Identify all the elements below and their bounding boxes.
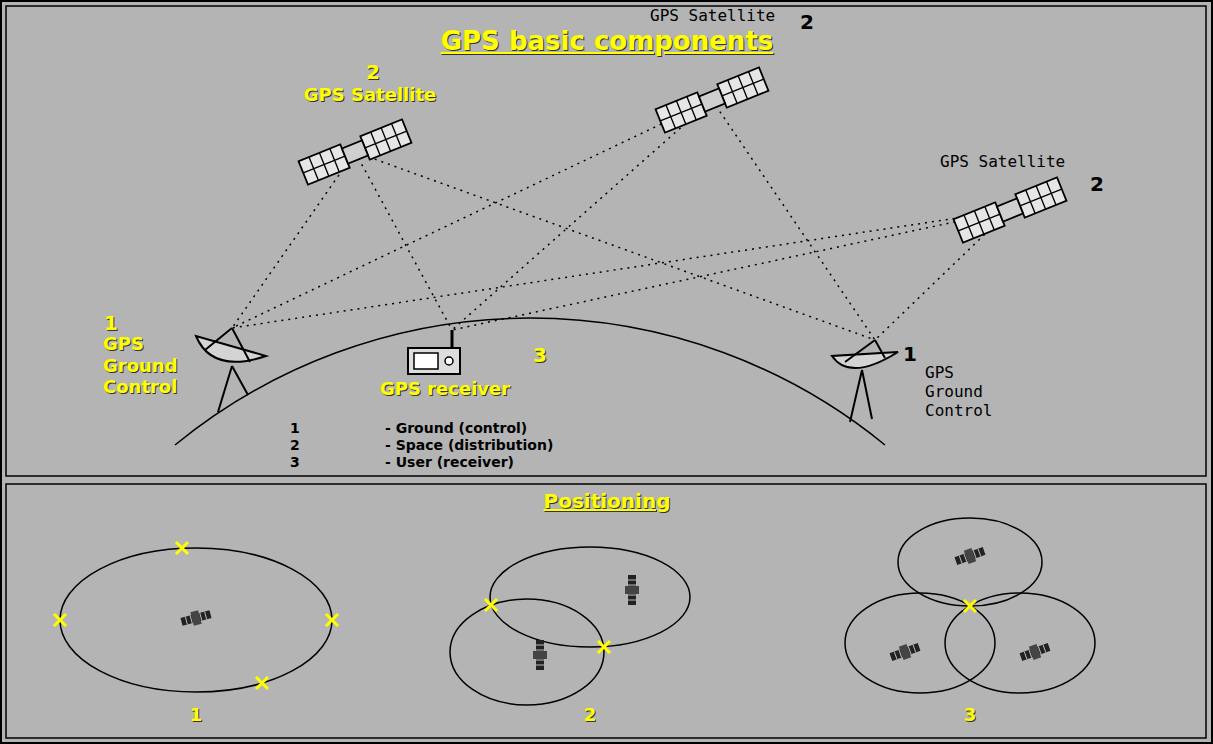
legend-text: - Space (distribution): [385, 437, 553, 454]
satellite-icon: [180, 607, 213, 628]
satellite-icon: [299, 119, 412, 184]
legend-number: 3: [290, 454, 300, 471]
ground-dish: [196, 328, 266, 412]
legend-text: - User (receiver): [385, 454, 514, 471]
bottom-panel: [6, 484, 1206, 738]
part-label: GPS Satellite: [940, 152, 1065, 171]
part-label: GPS Ground Control: [925, 363, 992, 421]
receiver-icon: [408, 330, 460, 374]
callout-number: 2: [366, 60, 380, 84]
part-label: GPS receiver: [380, 378, 510, 400]
range-circles: [60, 518, 1095, 705]
legend-number: 2: [290, 437, 300, 454]
section-title: Positioning: [544, 489, 671, 513]
callout-number: 2: [1090, 172, 1104, 196]
position-mark: [54, 542, 976, 689]
satellite-icon: [954, 177, 1067, 242]
satellite-icon: [656, 67, 769, 132]
legend-number: 1: [290, 420, 300, 437]
earth-arc: [175, 318, 885, 445]
callout-number: 1: [104, 311, 118, 335]
top-panel: [6, 6, 1206, 476]
satellite-icon: [954, 544, 987, 567]
callout-number: 1: [190, 704, 203, 726]
ground-dish: [832, 340, 898, 422]
part-label: GPS Satellite: [650, 6, 775, 25]
legend-text: - Ground (control): [385, 420, 527, 437]
callout-number: 2: [800, 10, 814, 34]
callout-number: 2: [584, 704, 597, 726]
satellite-icon: [625, 575, 639, 605]
callout-number: 3: [964, 704, 977, 726]
diagram-title: GPS basic components: [441, 26, 774, 57]
callout-number: 1: [903, 342, 917, 366]
part-label: GPS Ground Control: [103, 333, 178, 398]
satellite-icon: [889, 640, 922, 663]
callout-number: 3: [533, 343, 547, 367]
signal-lines: [232, 100, 1010, 340]
satellite-icon: [533, 640, 547, 670]
satellite-icon: [1019, 640, 1052, 663]
part-label: GPS Satellite: [304, 84, 436, 106]
